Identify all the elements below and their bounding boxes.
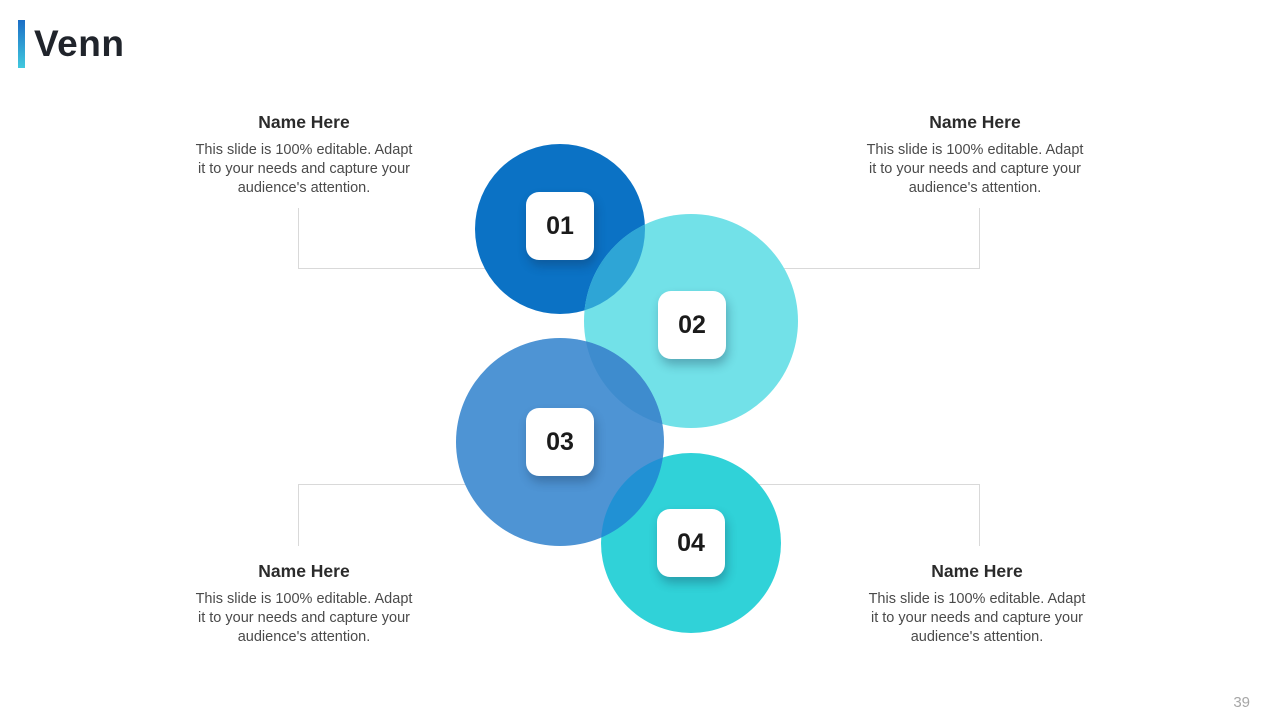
name-block-body-line: audience's attention. (237, 629, 371, 645)
badge-02-label: 02 (678, 310, 706, 339)
name-block-body-line: it to your needs and capture your (869, 161, 1081, 177)
page-number: 39 (1233, 694, 1250, 711)
name-block-bottom-right[interactable]: Name Here This slide is 100% editable. A… (807, 561, 1147, 647)
badge-01-label: 01 (546, 211, 574, 240)
name-block-body-line: it to your needs and capture your (198, 161, 410, 177)
name-block-title: Name Here (258, 561, 350, 581)
page-title: Venn (34, 23, 125, 64)
badge-04-label: 04 (677, 528, 705, 557)
name-block-body-line: audience's attention. (908, 180, 1042, 196)
badge-03[interactable]: 03 (526, 408, 594, 476)
name-block-body-line: it to your needs and capture your (198, 610, 410, 626)
title-accent-bar (18, 20, 25, 68)
name-block-body-line: This slide is 100% editable. Adapt (195, 591, 413, 607)
name-block-title: Name Here (929, 112, 1021, 132)
venn-overlap-02-03 (584, 338, 664, 428)
name-block-body-line: This slide is 100% editable. Adapt (195, 142, 413, 158)
badge-03-label: 03 (546, 427, 574, 456)
name-block-body-line: This slide is 100% editable. Adapt (868, 591, 1086, 607)
name-block-body-line: audience's attention. (910, 629, 1044, 645)
name-block-title: Name Here (931, 561, 1023, 581)
name-block-bottom-left[interactable]: Name Here This slide is 100% editable. A… (134, 561, 474, 647)
name-block-body-line: it to your needs and capture your (871, 610, 1083, 626)
badge-04[interactable]: 04 (657, 509, 725, 577)
name-block-body-line: This slide is 100% editable. Adapt (866, 142, 1084, 158)
name-block-top-right[interactable]: Name Here This slide is 100% editable. A… (805, 112, 1145, 198)
badge-01[interactable]: 01 (526, 192, 594, 260)
name-block-title: Name Here (258, 112, 350, 132)
name-block-top-left[interactable]: Name Here This slide is 100% editable. A… (134, 112, 474, 198)
title-block[interactable]: Venn (18, 20, 124, 68)
badge-02[interactable]: 02 (658, 291, 726, 359)
name-block-body-line: audience's attention. (237, 180, 371, 196)
